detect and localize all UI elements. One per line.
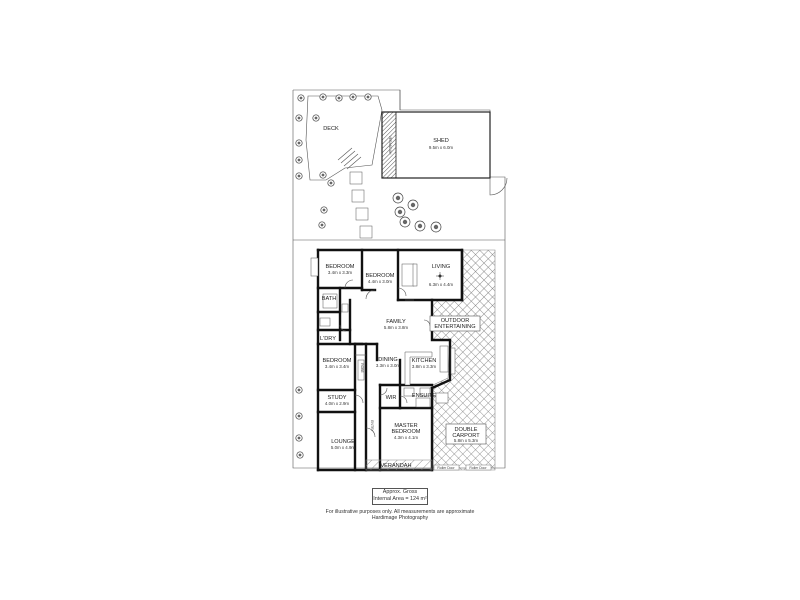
family-dim: 5.8m x 3.8m [384, 325, 408, 330]
deck-outline [305, 95, 383, 181]
kitchen-label: KITCHEN [412, 358, 437, 364]
shrub-core-icon [366, 95, 370, 99]
shrub-core-icon [297, 436, 301, 440]
shrub-core-icon [297, 174, 301, 178]
stepping-stones [349, 171, 373, 239]
outdoor-label-line2: ENTERTAINING [434, 324, 475, 330]
carport-label-line2: CARPORT [452, 433, 480, 439]
fixtures [310, 257, 456, 408]
carport-label-line1: DOUBLE [454, 427, 477, 433]
ldry-label: L'DRY [320, 336, 336, 342]
master-label-line2: BEDROOM [392, 429, 421, 435]
bedroom-mid-label: BEDROOM [323, 358, 352, 364]
door-swings [339, 279, 431, 438]
shrub-icons [295, 93, 442, 459]
area-line-1: Approx. Gross [382, 489, 418, 495]
roller-door-2-label: Roller Door [469, 466, 487, 470]
shrub-core-icon [402, 219, 408, 225]
shrub-core-icon [337, 96, 341, 100]
study-label: STUDY [328, 395, 347, 401]
master-label-line1: MASTER [394, 423, 417, 429]
shrub-core-icon [297, 116, 301, 120]
carport-dim: 5.8m x 5.3m [454, 438, 478, 443]
shrub-core-icon [329, 181, 333, 185]
shrub-core-icon [321, 95, 325, 99]
shrub-core-icon [299, 96, 303, 100]
credit: Hardimage Photography [371, 515, 429, 521]
shed-outline [381, 111, 491, 179]
shrub-core-icon [417, 223, 423, 229]
shed-door-icon [489, 177, 508, 196]
shed-label: SHED [433, 138, 449, 144]
robe-label: ROBE [360, 363, 364, 373]
bath-label: BATH [322, 296, 337, 302]
bedroom-top-left-label: BEDROOM [326, 264, 355, 270]
bedroom-mid-dim: 3.4m x 3.4m [325, 364, 349, 369]
outdoor-label-line1: OUTDOOR [441, 318, 470, 324]
shrub-core-icon [320, 223, 324, 227]
shrub-core-icon [397, 209, 403, 215]
family-label: FAMILY [386, 319, 406, 325]
study-dim: 4.0m x 2.9m [325, 401, 349, 406]
shed-dim: 9.5m x 6.0m [429, 145, 453, 150]
living-dim: 6.3m x 4.4m [429, 282, 453, 287]
bedroom-top-mid-label: BEDROOM [366, 273, 395, 279]
shrub-core-icon [351, 95, 355, 99]
lounge-label: LOUNGE [331, 439, 355, 445]
shed-verandah [381, 111, 397, 179]
bedroom-top-left-dim: 3.4m x 3.3m [328, 270, 352, 275]
roller-door-2 [465, 464, 492, 471]
shrub-core-icon [297, 388, 301, 392]
verandah-strip [365, 459, 433, 471]
area-box: Approx. Gross Internal Area = 124 m² [372, 488, 428, 505]
ensuite-label: ENSUITE [412, 393, 437, 399]
disclaimer: For illustrative purposes only. All meas… [325, 509, 475, 515]
entry-label: ENTRY [370, 420, 374, 432]
bedroom-top-mid-dim: 4.4m x 3.0m [368, 279, 392, 284]
shrub-core-icon [297, 141, 301, 145]
master-dim: 4.3m x 4.1m [394, 435, 418, 440]
shrub-core-icon [298, 453, 302, 457]
wir-label: WIR [386, 395, 397, 401]
kitchen-dim: 3.8m x 3.3m [412, 364, 436, 369]
shrub-core-icon [433, 224, 439, 230]
shrub-core-icon [395, 195, 401, 201]
lounge-dim: 5.0m x 4.9m [331, 445, 355, 450]
shed-verandah-label: VERANDAH [388, 136, 392, 155]
deck-steps [337, 147, 362, 170]
shrub-core-icon [314, 116, 318, 120]
roller-door-1 [433, 464, 460, 471]
verandah-label: VERANDAH [380, 463, 411, 469]
shrub-core-icon [322, 208, 326, 212]
living-label: LIVING [432, 264, 450, 270]
shrub-core-icon [321, 173, 325, 177]
shrub-core-icon [297, 414, 301, 418]
roller-door-1-label: Roller Door [437, 466, 455, 470]
shrub-core-icon [297, 158, 301, 162]
deck-label: DECK [323, 126, 339, 132]
dining-label: DINING [378, 357, 398, 363]
ceiling-fan-icon [436, 272, 444, 280]
shrub-core-icon [410, 202, 416, 208]
dining-dim: 3.3m x 3.0m [376, 363, 400, 368]
area-line-2: Internal Area = 124 m² [373, 496, 427, 502]
